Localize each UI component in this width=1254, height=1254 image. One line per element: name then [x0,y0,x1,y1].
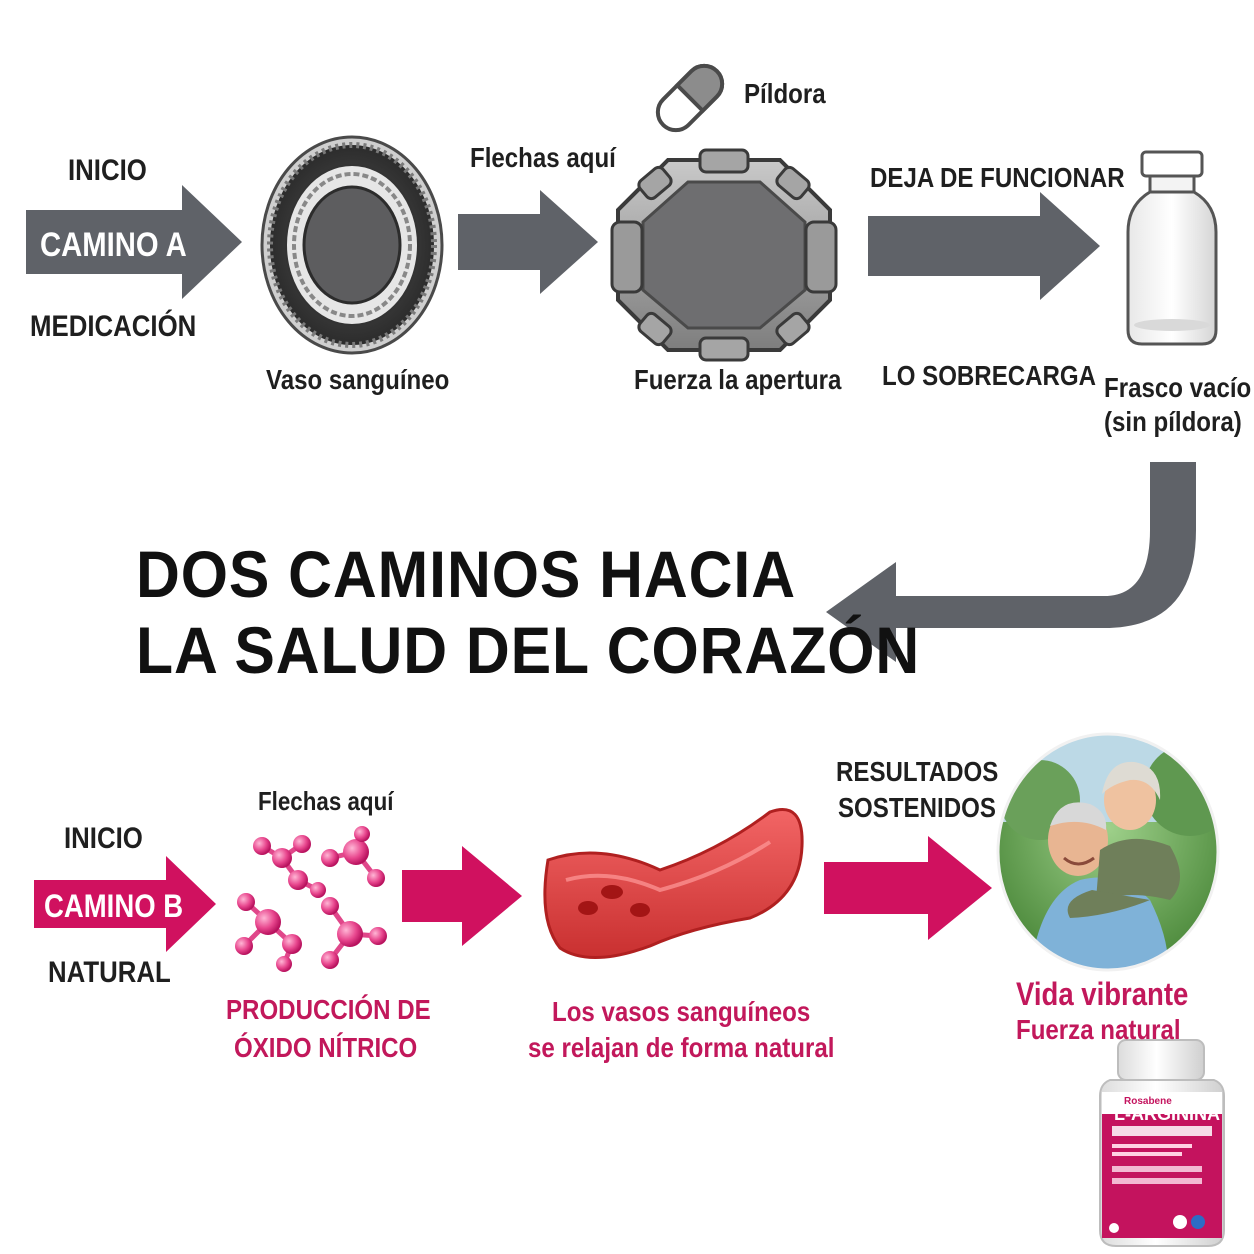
main-title-line1: DOS CAMINOS HACIA [136,537,796,611]
natural-strength-label: Fuerza natural [1016,1014,1181,1045]
path-b-start-label: INICIO [64,822,143,855]
red-vessel-icon [543,808,804,959]
camino-b-arrow [34,856,216,952]
arrow-to-stent [458,190,598,294]
return-arrow [826,462,1196,662]
camino-a-arrow [26,185,242,299]
results-label-2: SOSTENIDOS [838,792,996,823]
path-b-arrows-here: Flechas aquí [258,786,394,816]
molecule-icon [235,826,387,972]
path-b-type-label: NATURAL [48,956,171,989]
nitric-oxide-label-1: PRODUCCIÓN DE [226,994,431,1025]
empty-bottle-label-2: (sin píldora) [1104,406,1242,437]
overload-label: LO SOBRECARGA [882,360,1097,391]
path-a-arrows-here: Flechas aquí [470,142,616,173]
stops-working-label: DEJA DE FUNCIONAR [870,162,1125,193]
stent-icon [610,148,838,362]
relax-label-2: se relajan de forma natural [528,1032,835,1063]
empty-bottle-label-1: Frasco vacío [1104,372,1252,403]
vibrant-life-label: Vida vibrante [1016,976,1189,1012]
path-a-type-label: MEDICACIÓN [30,310,197,343]
relax-label-1: Los vasos sanguíneos [552,996,811,1027]
results-label-1: RESULTADOS [836,756,999,787]
arrow-to-bottle [868,192,1100,300]
path-a-start-label: INICIO [68,154,147,187]
gray-vessel-icon [260,135,444,355]
nitric-oxide-label-2: ÓXIDO NÍTRICO [234,1032,418,1063]
main-title-line2: LA SALUD DEL CORAZÓN [136,613,921,687]
arrow-to-photo [824,836,992,940]
product-name: L-ARGININA [1114,1104,1220,1124]
empty-bottle-icon [1126,150,1218,346]
pill-label: Píldora [744,78,826,109]
arrow-to-red-vessel [402,846,522,946]
vessel-label: Vaso sanguíneo [266,364,450,395]
path-a-arrow-label: CAMINO A [40,226,187,264]
product-brand: Rosabene [1124,1096,1172,1107]
supplement-bottle-icon [1099,1039,1225,1247]
forced-open-label: Fuerza la apertura [634,364,842,395]
path-b-arrow-label: CAMINO B [44,888,184,924]
capsule-icon [655,63,725,133]
